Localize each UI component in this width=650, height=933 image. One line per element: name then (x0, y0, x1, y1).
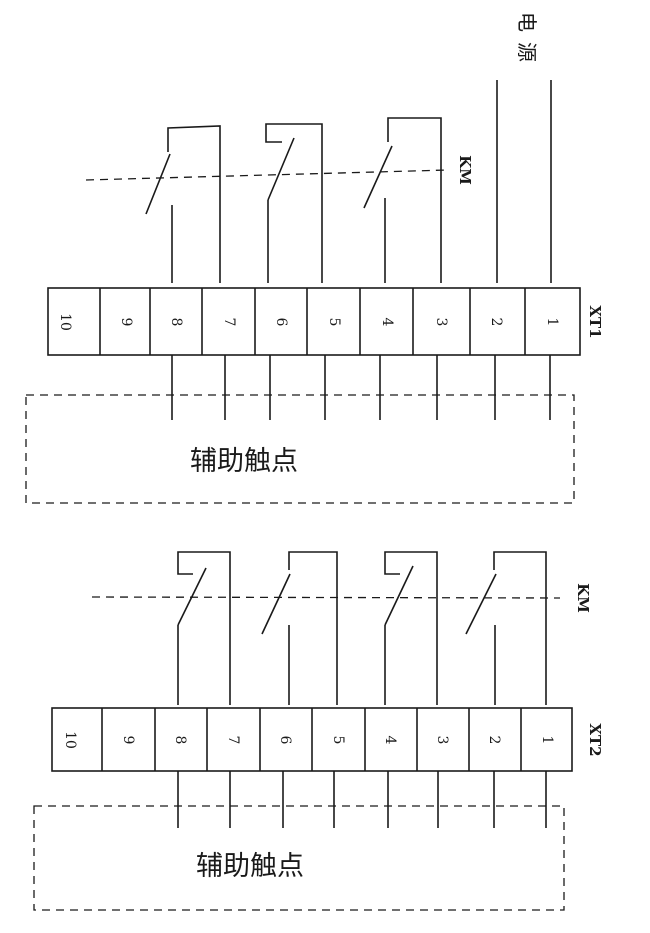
contact-8-7 (145, 125, 221, 283)
block-xt2: KM (33, 551, 604, 911)
terminal-5: 5 (326, 318, 342, 327)
terminal-8: 8 (172, 736, 188, 745)
terminal-3: 3 (434, 736, 450, 745)
contact-2-1 (465, 551, 547, 705)
block-xt1: 电 源 KM (25, 12, 604, 504)
km-linkage-line (85, 169, 449, 181)
terminal-4: 4 (379, 318, 395, 327)
aux-wires-xt1 (171, 355, 551, 420)
terminal-block-label: XT1 (586, 305, 604, 338)
terminal-2: 2 (486, 736, 502, 745)
terminal-5: 5 (330, 736, 346, 745)
terminal-block-xt2: 10 9 8 7 6 5 4 3 2 1 (51, 707, 573, 772)
contact-8-7 (177, 551, 231, 705)
terminal-9: 9 (120, 736, 136, 745)
aux-contacts-label: 辅助触点 (196, 851, 304, 882)
contact-4-3 (363, 117, 442, 283)
terminal-10: 10 (57, 313, 73, 331)
terminal-10: 10 (62, 731, 78, 749)
aux-wires-xt2 (177, 771, 547, 828)
km-linkage-line (91, 596, 561, 599)
terminal-7: 7 (221, 318, 237, 327)
terminal-9: 9 (118, 318, 134, 327)
terminal-3: 3 (433, 318, 449, 327)
power-label: 电 源 (515, 12, 539, 62)
aux-contacts-box (33, 805, 565, 911)
power-char-1: 电 (515, 12, 539, 32)
terminal-6: 6 (277, 736, 293, 745)
terminal-2: 2 (488, 318, 504, 327)
terminal-4: 4 (382, 736, 398, 745)
km-label: KM (574, 583, 592, 613)
terminal-1: 1 (539, 736, 555, 745)
aux-contacts-label: 辅助触点 (190, 446, 298, 477)
contact-4-3 (384, 551, 438, 705)
terminal-6: 6 (273, 318, 289, 327)
km-label: KM (456, 155, 474, 185)
power-char-2: 源 (515, 42, 539, 62)
terminal-block-label: XT2 (586, 723, 604, 756)
contact-6-5 (261, 551, 338, 705)
terminal-8: 8 (168, 318, 184, 327)
terminal-1: 1 (544, 318, 560, 327)
terminal-block-xt1: 10 9 8 7 6 5 4 3 2 1 (47, 287, 581, 356)
aux-contacts-box (25, 394, 575, 504)
contact-6-5 (265, 123, 323, 283)
terminal-7: 7 (225, 736, 241, 745)
